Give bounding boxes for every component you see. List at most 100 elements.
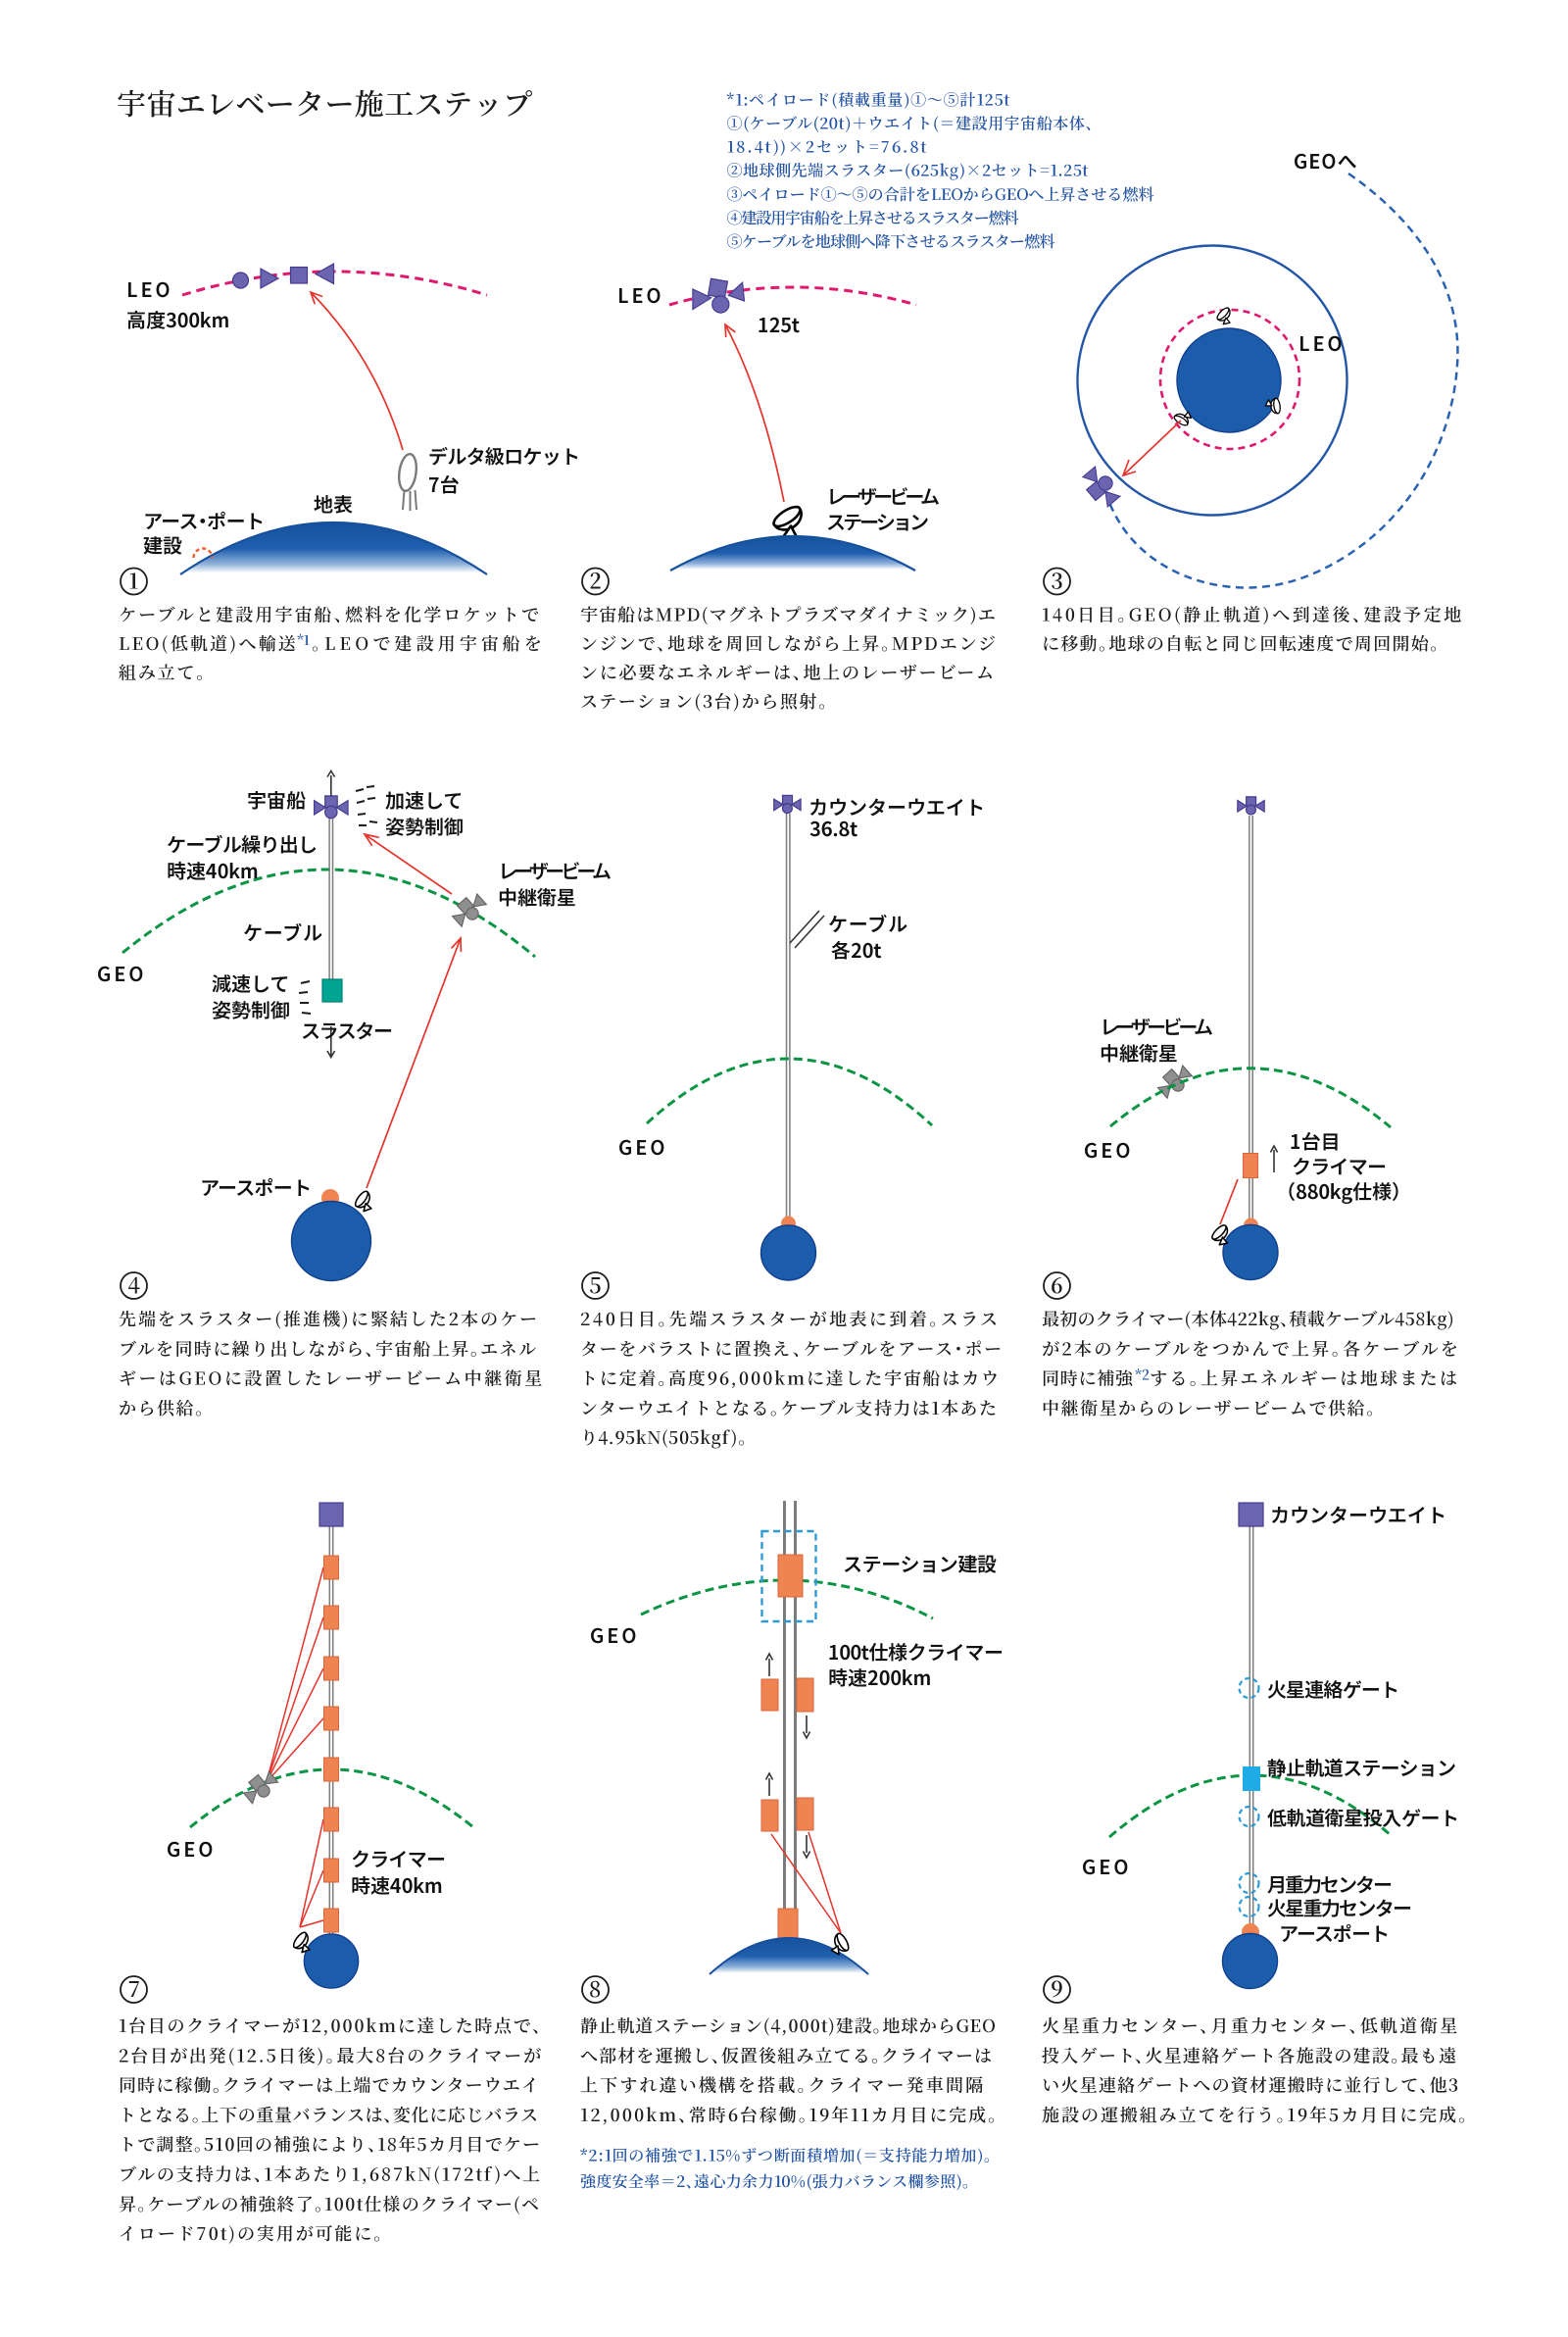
svg-text:100t仕様クライマー: 100t仕様クライマー: [828, 1637, 1004, 1666]
svg-text:12,000km、常時6台稼働。19年11カ月目に完成。: 12,000km、常時6台稼働。19年11カ月目に完成。: [580, 2102, 997, 2127]
svg-text:中継衛星からのレーザービームで供給。: 中継衛星からのレーザービームで供給。: [1042, 1395, 1375, 1420]
svg-text:トとなる。上下の重量バランスは、変化に応じバラス: トとなる。上下の重量バランスは、変化に応じバラス: [119, 2102, 538, 2127]
svg-text:先端をスラスター(推進機)に緊結した2本のケー: 先端をスラスター(推進機)に緊結した2本のケー: [119, 1306, 537, 1331]
svg-text:ステーション: ステーション: [826, 507, 929, 535]
svg-text:③ペイロード①～⑤の合計をLEOからGEOへ上昇させる燃料: ③ペイロード①～⑤の合計をLEOからGEOへ上昇させる燃料: [727, 182, 1155, 205]
svg-text:ケーブル繰り出し: ケーブル繰り出し: [167, 829, 318, 858]
svg-text:同時に補強: 同時に補強: [1042, 1366, 1133, 1391]
svg-text:ンに必要なエネルギーは、地上のレーザービーム: ンに必要なエネルギーは、地上のレーザービーム: [580, 660, 994, 685]
svg-text:投入ゲート、火星連絡ゲート各施設の建設。最も遠: 投入ゲート、火星連絡ゲート各施設の建設。最も遠: [1042, 2042, 1456, 2067]
svg-text:④建設用宇宙船を上昇させるスラスター燃料: ④建設用宇宙船を上昇させるスラスター燃料: [727, 206, 1020, 228]
svg-text:姿勢制御: 姿勢制御: [212, 995, 290, 1023]
svg-text:4: 4: [127, 1269, 140, 1300]
svg-text:施設の運搬組み立てを行う。19年5カ月目に完成。: 施設の運搬組み立てを行う。19年5カ月目に完成。: [1042, 2102, 1467, 2127]
svg-text:3: 3: [1051, 566, 1063, 596]
svg-text:時速40km: 時速40km: [167, 856, 259, 884]
svg-text:時速200km: 時速200km: [828, 1663, 932, 1691]
svg-text:高度300km: 高度300km: [126, 305, 230, 333]
svg-text:から供給。: から供給。: [119, 1395, 204, 1420]
svg-text:クライマー: クライマー: [1292, 1152, 1387, 1180]
svg-text:②地球側先端スラスター(625kg)×2セット=1.25t: ②地球側先端スラスター(625kg)×2セット=1.25t: [727, 159, 1090, 181]
svg-text:上下すれ違い機構を搭載。クライマー発車間隔: 上下すれ違い機構を搭載。クライマー発車間隔: [580, 2072, 983, 2098]
svg-text:2: 2: [589, 566, 602, 596]
svg-text:トに定着。高度96,000kmに達した宇宙船はカウ: トに定着。高度96,000kmに達した宇宙船はカウ: [580, 1366, 999, 1391]
svg-text:ギーはGEOに設置したレーザービーム中継衛星: ギーはGEOに設置したレーザービーム中継衛星: [119, 1366, 542, 1391]
svg-text:アース・ポート: アース・ポート: [143, 506, 265, 534]
svg-text:スラスター: スラスター: [301, 1016, 393, 1044]
svg-text:火星重力センター、月重力センター、低軌道衛星: 火星重力センター、月重力センター、低軌道衛星: [1042, 2013, 1457, 2038]
svg-text:ケーブルと建設用宇宙船、燃料を化学ロケットで: ケーブルと建設用宇宙船、燃料を化学ロケットで: [119, 602, 539, 627]
svg-text:*1:ペイロード(積載重量)①～⑤計125t: *1:ペイロード(積載重量)①～⑤計125t: [726, 87, 1011, 110]
svg-text:6: 6: [1051, 1269, 1063, 1300]
svg-text:昇。ケーブルの補強終了。100t仕様のクライマー(ペ: 昇。ケーブルの補強終了。100t仕様のクライマー(ペ: [119, 2191, 539, 2216]
svg-text:ケーブル: ケーブル: [828, 909, 907, 937]
svg-text:*1: *1: [297, 630, 311, 650]
svg-text:GEO: GEO: [590, 1620, 640, 1649]
svg-text:140日目。GEO(静止軌道)へ到達後、建設予定地: 140日目。GEO(静止軌道)へ到達後、建設予定地: [1042, 602, 1461, 627]
svg-text:*2: *2: [1135, 1366, 1150, 1385]
svg-text:ケーブル: ケーブル: [243, 918, 322, 946]
svg-text:ステーション(3台)から照射。: ステーション(3台)から照射。: [580, 688, 827, 714]
svg-text:ブルの支持力は、1本あたり1,687kN(172tf)へ上: ブルの支持力は、1本あたり1,687kN(172tf)へ上: [119, 2162, 540, 2187]
svg-text:18.4t))×2セット=76.8t: 18.4t))×2セット=76.8t: [727, 135, 928, 158]
svg-text:アースポート: アースポート: [1279, 1918, 1390, 1947]
svg-text:各20t: 各20t: [831, 935, 882, 964]
svg-text:7台: 7台: [428, 470, 460, 498]
svg-text:アースポート: アースポート: [200, 1172, 312, 1201]
svg-text:1台目: 1台目: [1290, 1126, 1341, 1155]
svg-text:*2:1回の補強で1.15%ずつ断面積増加(＝支持能力増加): *2:1回の補強で1.15%ずつ断面積増加(＝支持能力増加)。: [579, 2144, 992, 2166]
svg-text:減速して: 減速して: [212, 969, 289, 997]
svg-text:する。上昇エネルギーは地球または: する。上昇エネルギーは地球または: [1150, 1366, 1457, 1391]
svg-text:低軌道衛星投入ゲート: 低軌道衛星投入ゲート: [1267, 1803, 1459, 1831]
svg-text:9: 9: [1051, 1973, 1063, 2004]
svg-text:2台目が出発(12.5日後)。最大8台のクライマーが: 2台目が出発(12.5日後)。最大8台のクライマーが: [119, 2042, 541, 2067]
svg-text:火星重力センター: 火星重力センター: [1267, 1893, 1412, 1921]
svg-text:最初のクライマー(本体422kg、積載ケーブル458kg): 最初のクライマー(本体422kg、積載ケーブル458kg): [1042, 1306, 1454, 1331]
svg-text:中継衛星: 中継衛星: [498, 882, 576, 911]
svg-text:建設: 建設: [143, 530, 183, 559]
svg-text:宇宙エレベーター施工ステップ: 宇宙エレベーター施工ステップ: [117, 80, 532, 124]
svg-text:ステーション建設: ステーション建設: [843, 1549, 998, 1577]
svg-text:GEO: GEO: [97, 959, 147, 987]
svg-text:240日目。先端スラスターが地表に到着。スラス: 240日目。先端スラスターが地表に到着。スラス: [580, 1306, 998, 1331]
svg-text:静止軌道ステーション: 静止軌道ステーション: [1267, 1753, 1456, 1781]
svg-text:（880kg仕様）: （880kg仕様）: [1286, 1176, 1401, 1205]
svg-text:クライマー: クライマー: [351, 1844, 446, 1872]
svg-text:ブルを同時に繰り出しながら、宇宙船上昇。エネル: ブルを同時に繰り出しながら、宇宙船上昇。エネル: [119, 1335, 536, 1361]
svg-text:い火星連絡ゲートへの資材運搬時に並行して、他3: い火星連絡ゲートへの資材運搬時に並行して、他3: [1042, 2072, 1458, 2098]
svg-text:7: 7: [127, 1973, 139, 2004]
svg-text:同時に稼働。クライマーは上端でカウンターウエイ: 同時に稼働。クライマーは上端でカウンターウエイ: [119, 2072, 539, 2098]
svg-text:り4.95kN(505kgf)。: り4.95kN(505kgf)。: [580, 1424, 747, 1450]
svg-text:。LEOで建設用宇宙船を: 。LEOで建設用宇宙船を: [312, 630, 542, 656]
svg-text:①(ケーブル(20t)＋ウエイト(＝建設用宇宙船本体、: ①(ケーブル(20t)＋ウエイト(＝建設用宇宙船本体、: [727, 112, 1094, 134]
svg-text:が2本のケーブルをつかんで上昇。各ケーブルを: が2本のケーブルをつかんで上昇。各ケーブルを: [1042, 1335, 1458, 1361]
svg-text:8: 8: [589, 1973, 602, 2004]
svg-text:1: 1: [128, 566, 138, 596]
svg-text:GEO: GEO: [618, 1132, 668, 1161]
svg-text:ンターウエイトとなる。ケーブル支持力は1本あた: ンターウエイトとなる。ケーブル支持力は1本あた: [580, 1395, 997, 1420]
svg-text:LEO: LEO: [617, 280, 664, 309]
svg-text:時速40km: 時速40km: [351, 1870, 443, 1899]
svg-text:宇宙船はMPD(マグネトプラズマダイナミック)エ: 宇宙船はMPD(マグネトプラズマダイナミック)エ: [580, 602, 996, 627]
svg-text:⑤ケーブルを地球側へ降下させるスラスター燃料: ⑤ケーブルを地球側へ降下させるスラスター燃料: [727, 229, 1056, 252]
svg-text:へ部材を運搬し、仮置後組み立てる。クライマーは: へ部材を運搬し、仮置後組み立てる。クライマーは: [580, 2042, 992, 2067]
svg-text:LEO(低軌道)へ輸送: LEO(低軌道)へ輸送: [119, 630, 296, 656]
svg-text:GEO: GEO: [1084, 1135, 1134, 1164]
svg-text:に移動。地球の自転と同じ回転速度で周回開始。: に移動。地球の自転と同じ回転速度で周回開始。: [1042, 630, 1439, 656]
svg-text:レーザービーム: レーザービーム: [1100, 1012, 1213, 1040]
svg-text:火星連絡ゲート: 火星連絡ゲート: [1267, 1674, 1399, 1703]
svg-text:レーザービーム: レーザービーム: [498, 856, 612, 884]
svg-text:GEO: GEO: [1082, 1852, 1132, 1880]
svg-text:トで調整。510回の補強により、18年5カ月目でケー: トで調整。510回の補強により、18年5カ月目でケー: [119, 2131, 540, 2157]
svg-text:カウンターウエイト: カウンターウエイト: [1270, 1500, 1446, 1528]
svg-text:姿勢制御: 姿勢制御: [385, 812, 464, 840]
svg-text:デルタ級ロケット: デルタ級ロケット: [428, 441, 580, 470]
svg-text:宇宙船: 宇宙船: [247, 785, 307, 814]
svg-text:加速して: 加速して: [385, 785, 463, 814]
svg-text:強度安全率＝2、遠心力余力10%(張力バランス欄参照)。: 強度安全率＝2、遠心力余力10%(張力バランス欄参照)。: [580, 2169, 970, 2192]
svg-text:地表: 地表: [314, 489, 353, 518]
svg-text:中継衛星: 中継衛星: [1100, 1038, 1178, 1067]
svg-text:組み立て。: 組み立て。: [119, 660, 205, 685]
svg-text:LEO: LEO: [126, 274, 173, 303]
svg-text:ターをバラストに置換え、ケーブルをアース・ポー: ターをバラストに置換え、ケーブルをアース・ポー: [580, 1335, 1002, 1361]
